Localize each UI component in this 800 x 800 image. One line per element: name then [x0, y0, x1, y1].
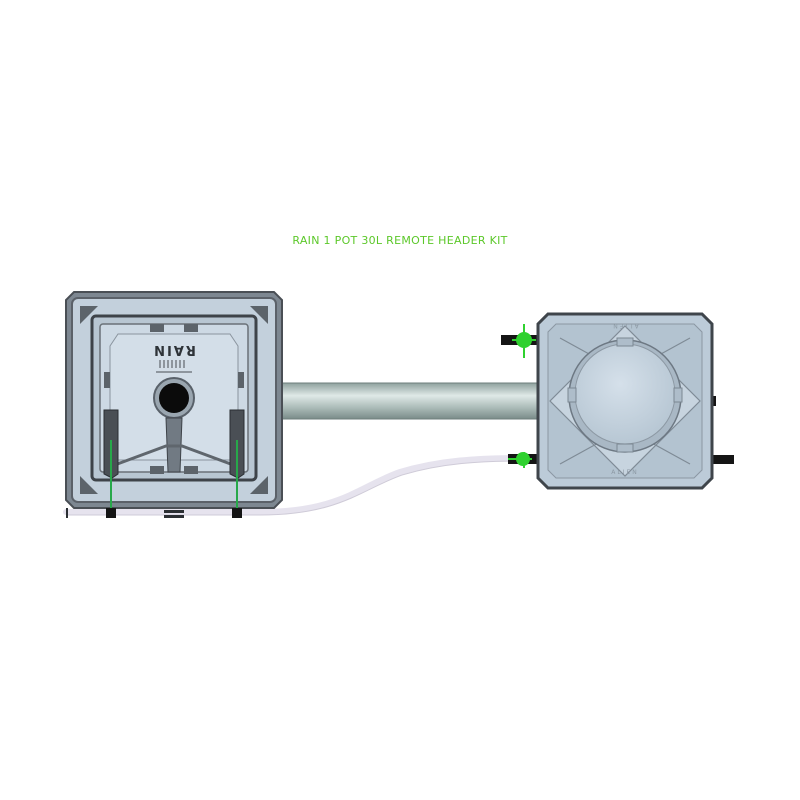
drip-stake-left [103, 409, 119, 518]
pot-logo-marks [156, 360, 192, 373]
tank-logo-bottom: ALIEN [611, 469, 639, 476]
pot-logo: RAIN [152, 342, 196, 357]
green-valve-bottom [508, 452, 532, 468]
remote-header-tank: ALIEN ALIEN [501, 312, 734, 490]
feed-tube-edge [66, 460, 521, 516]
feed-tube [63, 455, 523, 515]
green-valve-top [512, 324, 536, 358]
tank-logo-top: ALIEN [611, 322, 639, 329]
drip-stake-right [229, 409, 245, 518]
tank-lid [574, 343, 676, 445]
pot-30l: RAIN [65, 291, 283, 518]
connector-pipe [279, 382, 543, 420]
product-title: RAIN 1 POT 30L REMOTE HEADER KIT [292, 234, 508, 247]
